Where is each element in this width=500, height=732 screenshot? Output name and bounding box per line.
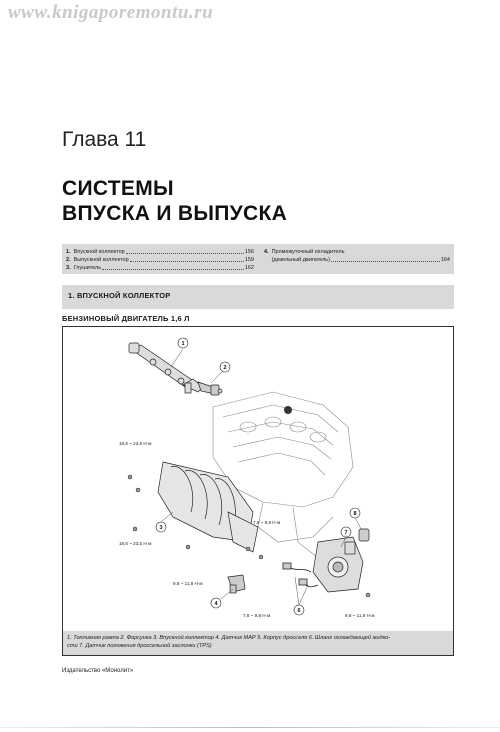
toc-leader-dots	[125, 248, 244, 254]
toc-item[interactable]: 3. Глушитель 162	[66, 264, 254, 272]
torque-label-6: 9,8 ~ 11,8 Н·м	[345, 613, 375, 618]
caption-line-2: сти 7. Датчик положения дроссельной засл…	[67, 643, 212, 649]
torque-label-2: 18,6 ~ 23,5 Н·м	[119, 541, 151, 546]
chapter-title: СИСТЕМЫ ВПУСКА И ВЫПУСКА	[62, 176, 287, 226]
throttle-body	[312, 536, 364, 593]
toc-item-page: 162	[244, 265, 254, 271]
toc-item-page: 159	[244, 257, 254, 263]
caption-line-1: 1. Топливная рампа 2. Форсунка 3. Впускн…	[67, 635, 391, 641]
toc-leader-dots	[330, 256, 440, 262]
toc-right-column: 4. Промежуточный охладитель 4. (дизельны…	[264, 248, 450, 264]
torque-label-1: 18,6 ~ 23,5 Н·м	[119, 441, 151, 446]
toc-item-continued[interactable]: 4. (дизельный двигатель) 164	[264, 256, 450, 264]
callout-6: 6	[298, 608, 301, 614]
coolant-hoses	[282, 562, 319, 588]
callout-4: 4	[215, 601, 219, 607]
toc-item-page: 156	[244, 249, 254, 255]
section-title: 1. ВПУСКНОЙ КОЛЛЕКТОР	[68, 291, 171, 300]
figure-caption: 1. Топливная рампа 2. Форсунка 3. Впускн…	[63, 631, 453, 655]
chapter-title-line1: СИСТЕМЫ	[62, 177, 174, 200]
toc-leader-dots	[129, 256, 244, 262]
toc-item-title: Выпускной коллектор	[73, 257, 129, 263]
table-of-contents: 1. Впускной коллектор 156 2. Выпускной к…	[62, 244, 454, 274]
toc-item[interactable]: 1. Впускной коллектор 156	[66, 248, 254, 256]
toc-item-number: 2.	[66, 257, 71, 263]
chapter-label: Глава 11	[62, 128, 147, 151]
section-header: 1. ВПУСКНОЙ КОЛЛЕКТОР	[62, 285, 454, 309]
toc-item[interactable]: 4. Промежуточный охладитель	[264, 248, 450, 256]
callout-2: 2	[224, 365, 227, 371]
callout-1: 1	[182, 341, 185, 347]
page-bottom-edge	[0, 727, 500, 728]
engine-oil-cap-icon	[284, 406, 292, 414]
callout-7: 7	[345, 530, 348, 536]
callout-8: 8	[354, 511, 357, 517]
toc-item-title: Глушитель	[73, 265, 102, 271]
fuel-rail	[128, 342, 204, 394]
toc-item-number: 4.	[264, 249, 269, 255]
toc-item-title: Впускной коллектор	[73, 249, 125, 255]
chapter-title-line2: ВПУСКА И ВЫПУСКА	[62, 202, 288, 225]
toc-item-number: 3.	[66, 265, 71, 271]
figure-panel: 1 2 3 4 7 6 8 18,6 ~ 23,5 Н·м 18,6 ~ 23,…	[62, 326, 454, 656]
torque-label-5: 7,8 ~ 9,8 Н·м	[243, 613, 270, 618]
tps-sensor	[358, 528, 370, 542]
injector	[197, 381, 223, 396]
torque-label-4: 9,8 ~ 11,8 Н·м	[173, 581, 203, 586]
toc-item-title: Промежуточный охладитель	[271, 249, 345, 255]
map-sensor	[227, 574, 246, 594]
intake-system-diagram: 1 2 3 4 7 6 8 18,6 ~ 23,5 Н·м 18,6 ~ 23,…	[119, 337, 375, 618]
torque-label-3: 7,8 ~ 9,8 Н·м	[253, 520, 280, 525]
toc-item[interactable]: 2. Выпускной коллектор 159	[66, 256, 254, 264]
watermark: www.knigaporemontu.ru	[8, 2, 214, 23]
toc-item-title-cont: (дизельный двигатель)	[271, 257, 330, 263]
bolts	[127, 474, 371, 598]
intake-manifold	[157, 461, 259, 553]
toc-item-page: 164	[440, 257, 450, 263]
subsection-title: БЕНЗИНОВЫЙ ДВИГАТЕЛЬ 1,6 Л	[62, 314, 190, 323]
callout-3: 3	[160, 525, 163, 531]
publisher-footer: Издательство «Монолит»	[62, 668, 134, 674]
toc-left-column: 1. Впускной коллектор 156 2. Выпускной к…	[66, 248, 254, 272]
toc-leader-dots	[102, 264, 244, 270]
toc-item-number: 1.	[66, 249, 71, 255]
